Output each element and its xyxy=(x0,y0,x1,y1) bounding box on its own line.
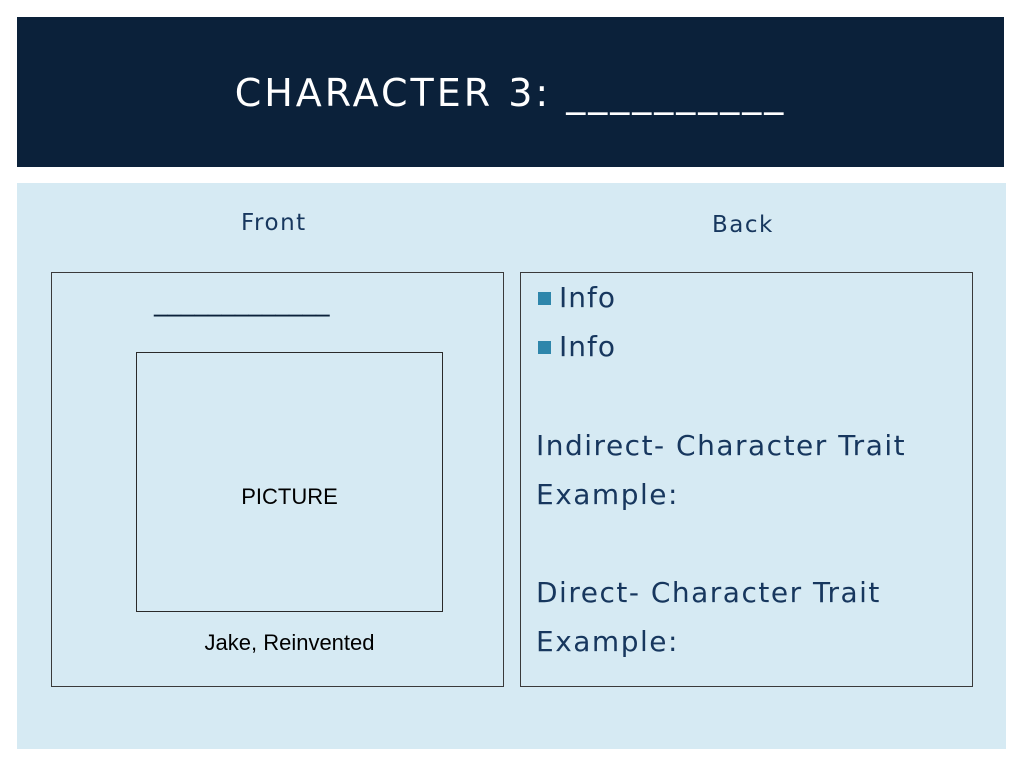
info-bullet-text: Info xyxy=(559,330,616,363)
back-card xyxy=(520,272,973,687)
square-bullet-icon xyxy=(538,341,551,354)
direct-trait-label: Direct- Character Trait xyxy=(536,576,881,609)
slide-title: CHARACTER 3: __________ xyxy=(234,71,787,115)
direct-example-label: Example: xyxy=(536,625,679,658)
content-area xyxy=(17,183,1006,749)
picture-caption: Jake, Reinvented xyxy=(204,630,375,655)
square-bullet-icon xyxy=(538,292,551,305)
picture-label: PICTURE xyxy=(241,484,338,509)
info-bullet-text: Info xyxy=(559,281,616,314)
picture-placeholder: PICTURE xyxy=(136,352,443,612)
indirect-example-label: Example: xyxy=(536,478,679,511)
info-bullet-1: Info xyxy=(538,281,616,314)
title-bar: CHARACTER 3: __________ xyxy=(17,17,1004,167)
info-bullet-2: Info xyxy=(538,330,616,363)
back-heading: Back xyxy=(712,212,774,238)
name-blank-line: _____________ xyxy=(154,286,330,317)
indirect-trait-label: Indirect- Character Trait xyxy=(536,429,907,462)
front-card xyxy=(51,272,504,687)
front-heading: Front xyxy=(241,210,307,236)
